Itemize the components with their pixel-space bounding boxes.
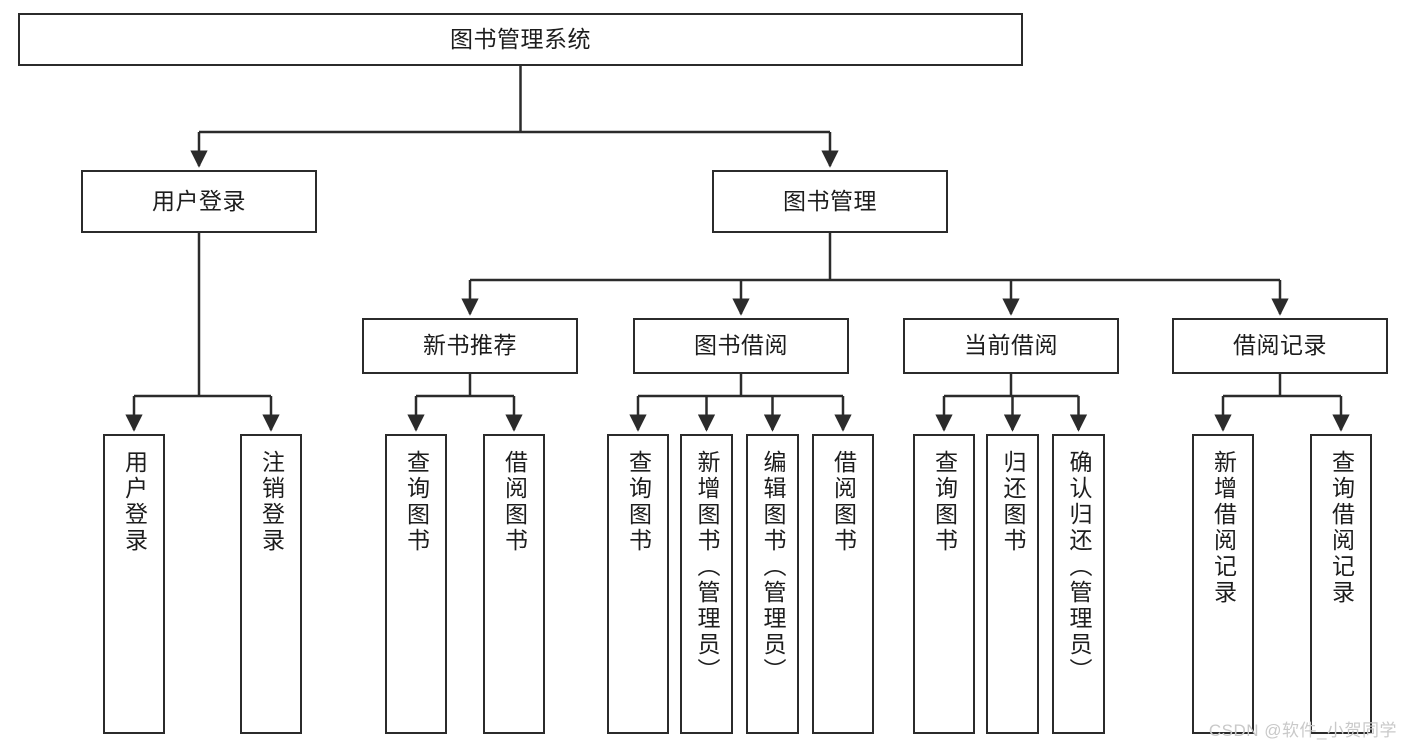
node-leaf-user-login[interactable]: 用户登录: [103, 434, 165, 734]
node-leaf-query-book-2[interactable]: 查询图书: [607, 434, 669, 734]
node-leaf-borrow-book-2[interactable]: 借阅图书: [812, 434, 874, 734]
node-leaf-add-record[interactable]: 新增借阅记录: [1192, 434, 1254, 734]
node-label: 用户登录: [152, 187, 246, 214]
node-label: 借阅记录: [1233, 332, 1327, 359]
node-book-manage[interactable]: 图书管理: [712, 170, 948, 233]
node-new-book-rec[interactable]: 新书推荐: [362, 318, 578, 374]
node-label: 图书管理系统: [450, 25, 591, 52]
node-label: 新增借阅记录: [1210, 450, 1237, 606]
node-label: 注销登录: [258, 450, 285, 554]
node-label: 归还图书: [1000, 450, 1026, 554]
node-leaf-user-logout[interactable]: 注销登录: [240, 434, 302, 734]
node-label: 新书推荐: [423, 332, 517, 359]
node-label: 图书管理: [783, 187, 877, 214]
node-label: 用户登录: [121, 450, 148, 554]
node-borrow-record[interactable]: 借阅记录: [1172, 318, 1388, 374]
node-label: 编辑图书（管理员）: [760, 450, 786, 684]
node-user-login[interactable]: 用户登录: [81, 170, 317, 233]
node-book-borrow[interactable]: 图书借阅: [633, 318, 849, 374]
node-label: 查询图书: [403, 450, 430, 554]
node-root[interactable]: 图书管理系统: [18, 13, 1023, 66]
node-label: 查询借阅记录: [1328, 450, 1355, 606]
node-leaf-query-book-3[interactable]: 查询图书: [913, 434, 975, 734]
node-leaf-query-book-1[interactable]: 查询图书: [385, 434, 447, 734]
node-leaf-return-book[interactable]: 归还图书: [986, 434, 1039, 734]
node-label: 确认归还（管理员）: [1066, 450, 1092, 684]
node-label: 查询图书: [931, 450, 958, 554]
node-label: 新增图书（管理员）: [694, 450, 720, 684]
node-leaf-add-book[interactable]: 新增图书（管理员）: [680, 434, 733, 734]
node-leaf-confirm-return[interactable]: 确认归还（管理员）: [1052, 434, 1105, 734]
node-label: 借阅图书: [830, 450, 857, 554]
csdn-watermark: CSDN @软件_小贺同学: [1208, 721, 1397, 740]
node-leaf-edit-book[interactable]: 编辑图书（管理员）: [746, 434, 799, 734]
node-leaf-query-record[interactable]: 查询借阅记录: [1310, 434, 1372, 734]
node-label: 借阅图书: [501, 450, 528, 554]
node-label: 查询图书: [625, 450, 652, 554]
node-leaf-borrow-book-1[interactable]: 借阅图书: [483, 434, 545, 734]
node-label: 图书借阅: [694, 332, 788, 359]
node-current-borrow[interactable]: 当前借阅: [903, 318, 1119, 374]
node-label: 当前借阅: [964, 332, 1058, 359]
